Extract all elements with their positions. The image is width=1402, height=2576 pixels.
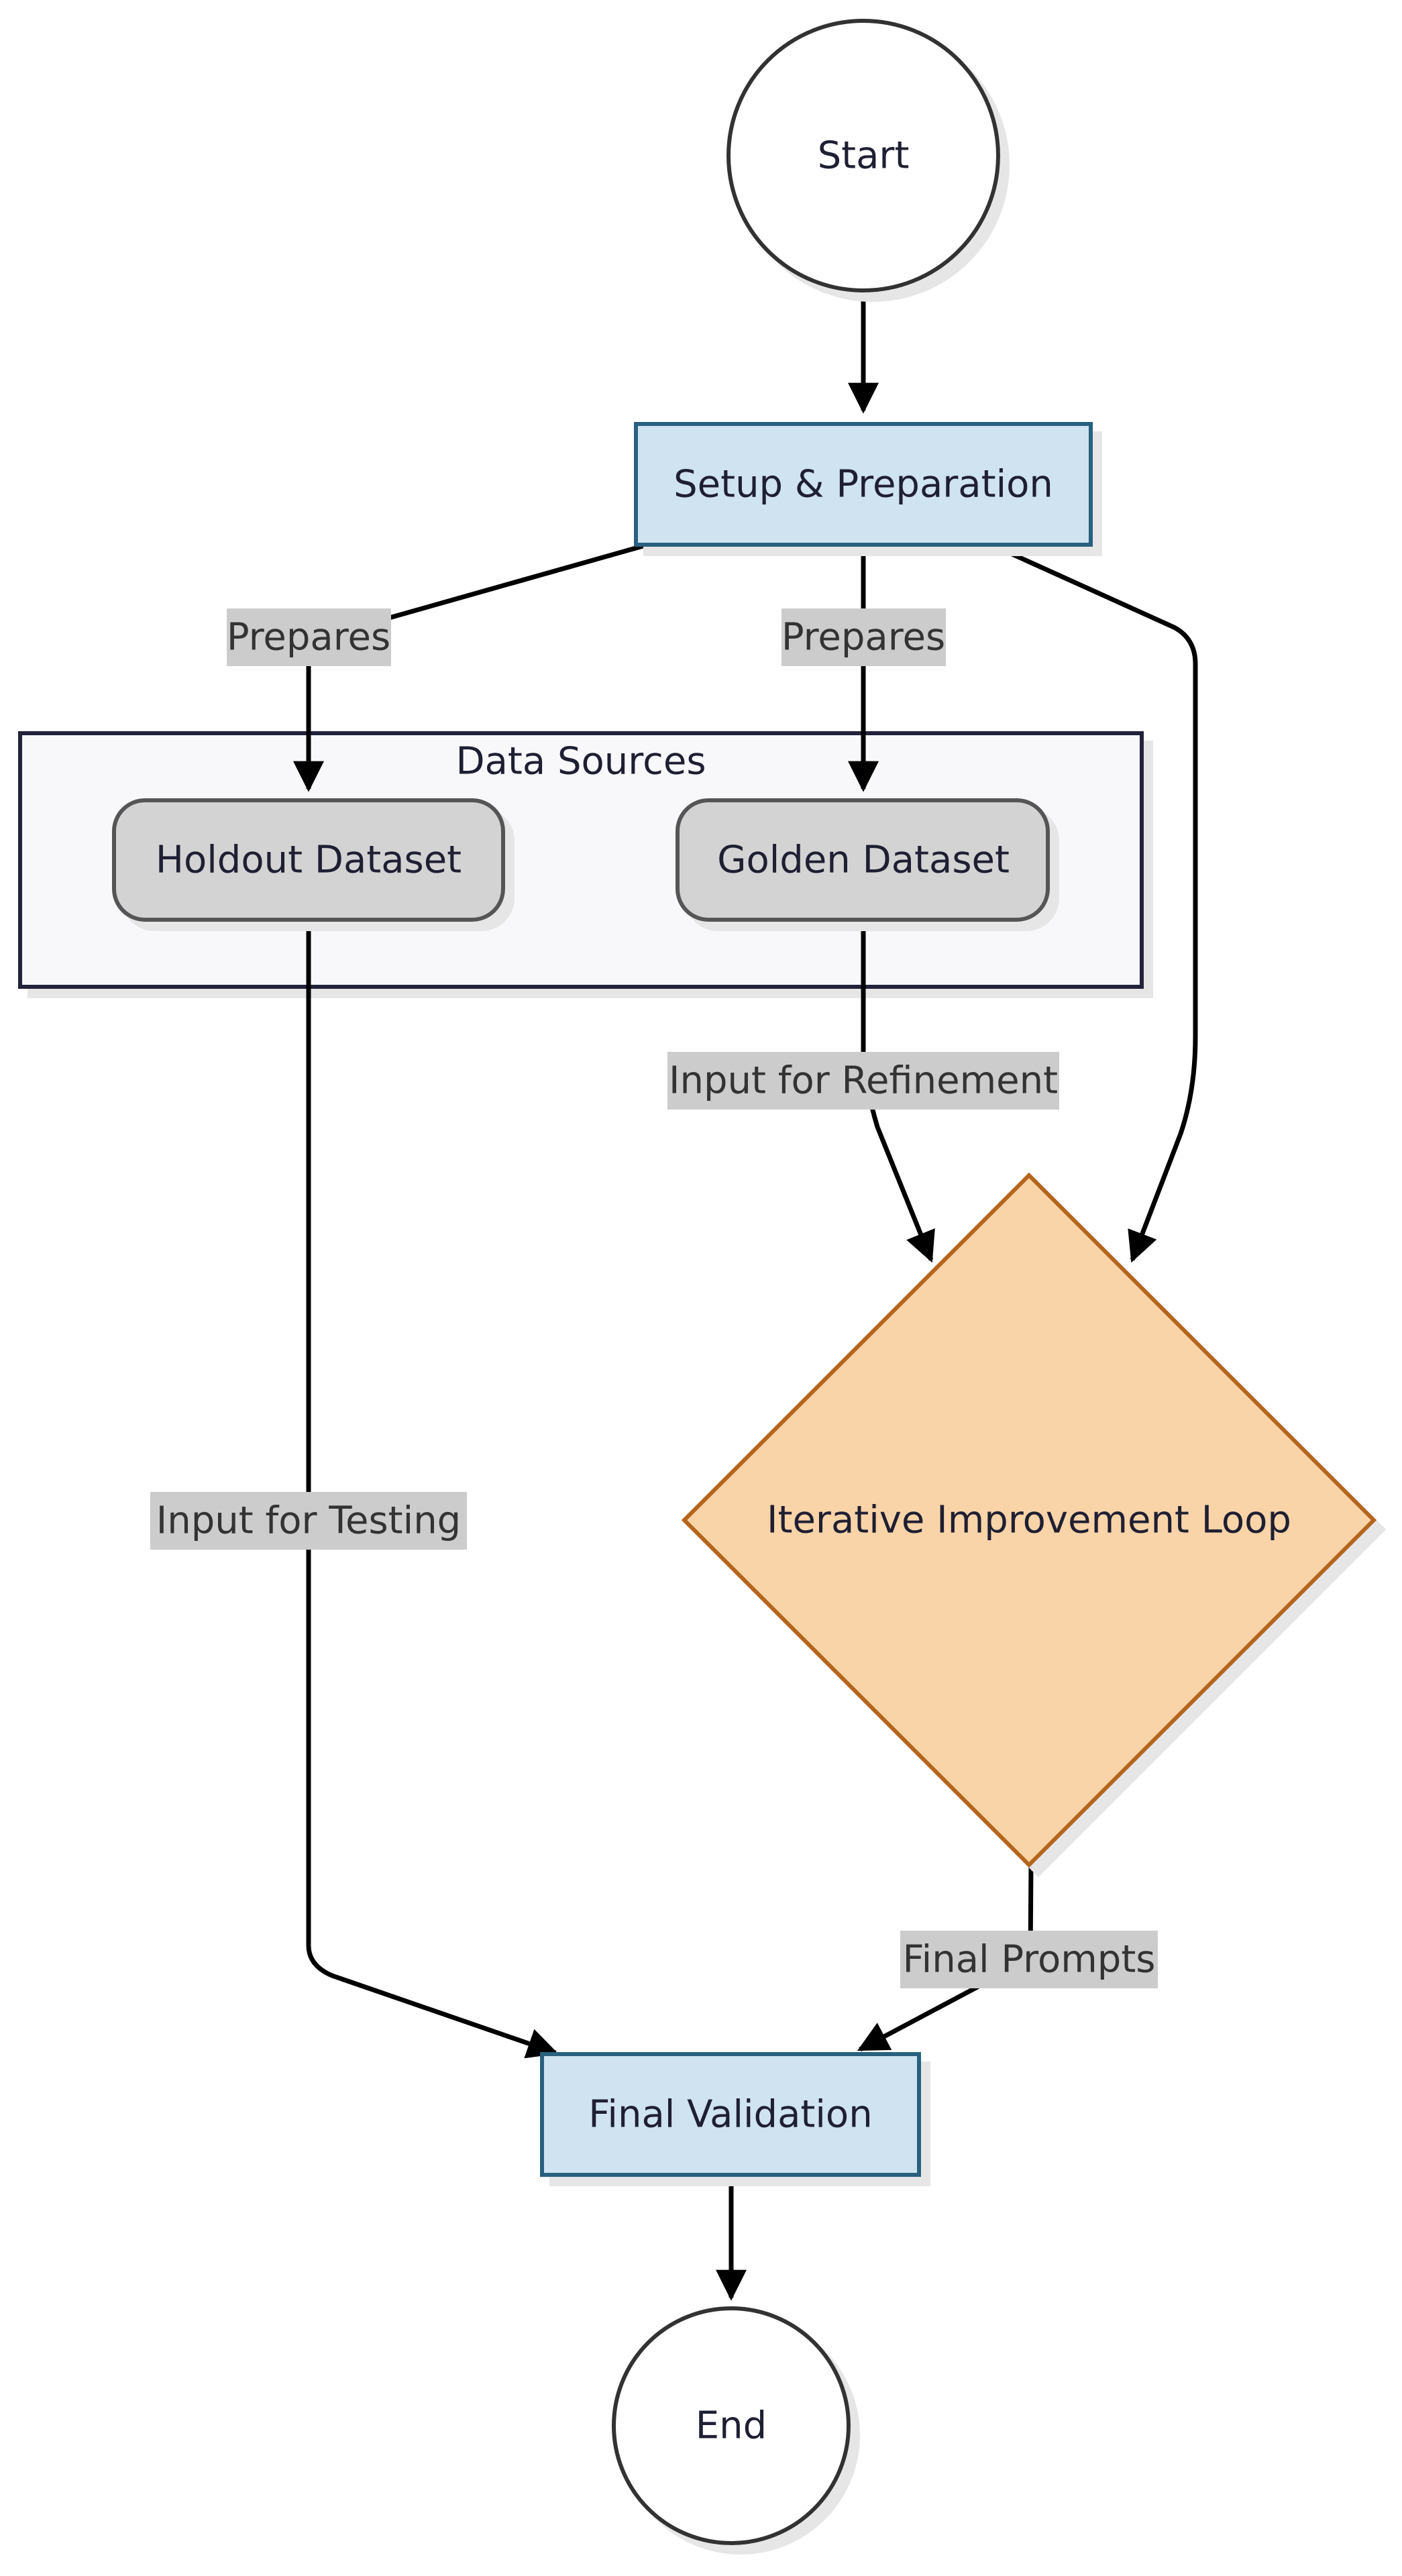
node-validation-label: Final Validation: [588, 2093, 872, 2137]
edge-labels: Prepares Prepares Input for Refinement I…: [150, 608, 1158, 1988]
svg-text:Prepares: Prepares: [227, 616, 390, 659]
edge-label-final-prompts: Final Prompts: [900, 1931, 1158, 1988]
node-end-label: End: [696, 2404, 767, 2448]
node-start-label: Start: [818, 134, 910, 178]
node-final-validation[interactable]: Final Validation: [540, 2052, 921, 2177]
nodes: Start Setup & Preparation Holdout Datase…: [112, 19, 1377, 2545]
group-label-data-sources: Data Sources: [455, 740, 706, 784]
node-setup[interactable]: Setup & Preparation: [634, 422, 1093, 547]
node-setup-label: Setup & Preparation: [673, 463, 1053, 506]
svg-text:Input for Refinement: Input for Refinement: [669, 1059, 1058, 1103]
node-holdout-dataset[interactable]: Holdout Dataset: [112, 798, 505, 922]
edge-setup-to-loop: [991, 543, 1198, 1263]
edge-label-input-testing: Input for Testing: [150, 1492, 467, 1550]
node-iterative-loop[interactable]: Iterative Improvement Loop: [681, 1172, 1377, 1868]
svg-text:Input for Testing: Input for Testing: [156, 1499, 461, 1543]
edge-label-input-refinement: Input for Refinement: [667, 1052, 1059, 1110]
node-end[interactable]: End: [612, 2306, 851, 2545]
node-holdout-label: Holdout Dataset: [156, 839, 462, 882]
node-golden-label: Golden Dataset: [717, 839, 1010, 882]
node-golden-dataset[interactable]: Golden Dataset: [676, 798, 1050, 922]
svg-text:Prepares: Prepares: [781, 616, 945, 659]
edge-label-prepares-golden: Prepares: [781, 608, 946, 666]
node-start[interactable]: Start: [726, 19, 1000, 292]
node-loop-label: Iterative Improvement Loop: [767, 1499, 1291, 1542]
svg-text:Final Prompts: Final Prompts: [903, 1938, 1156, 1982]
edge-label-prepares-holdout: Prepares: [227, 608, 391, 666]
edge-holdout-to-validation: [306, 920, 559, 2059]
